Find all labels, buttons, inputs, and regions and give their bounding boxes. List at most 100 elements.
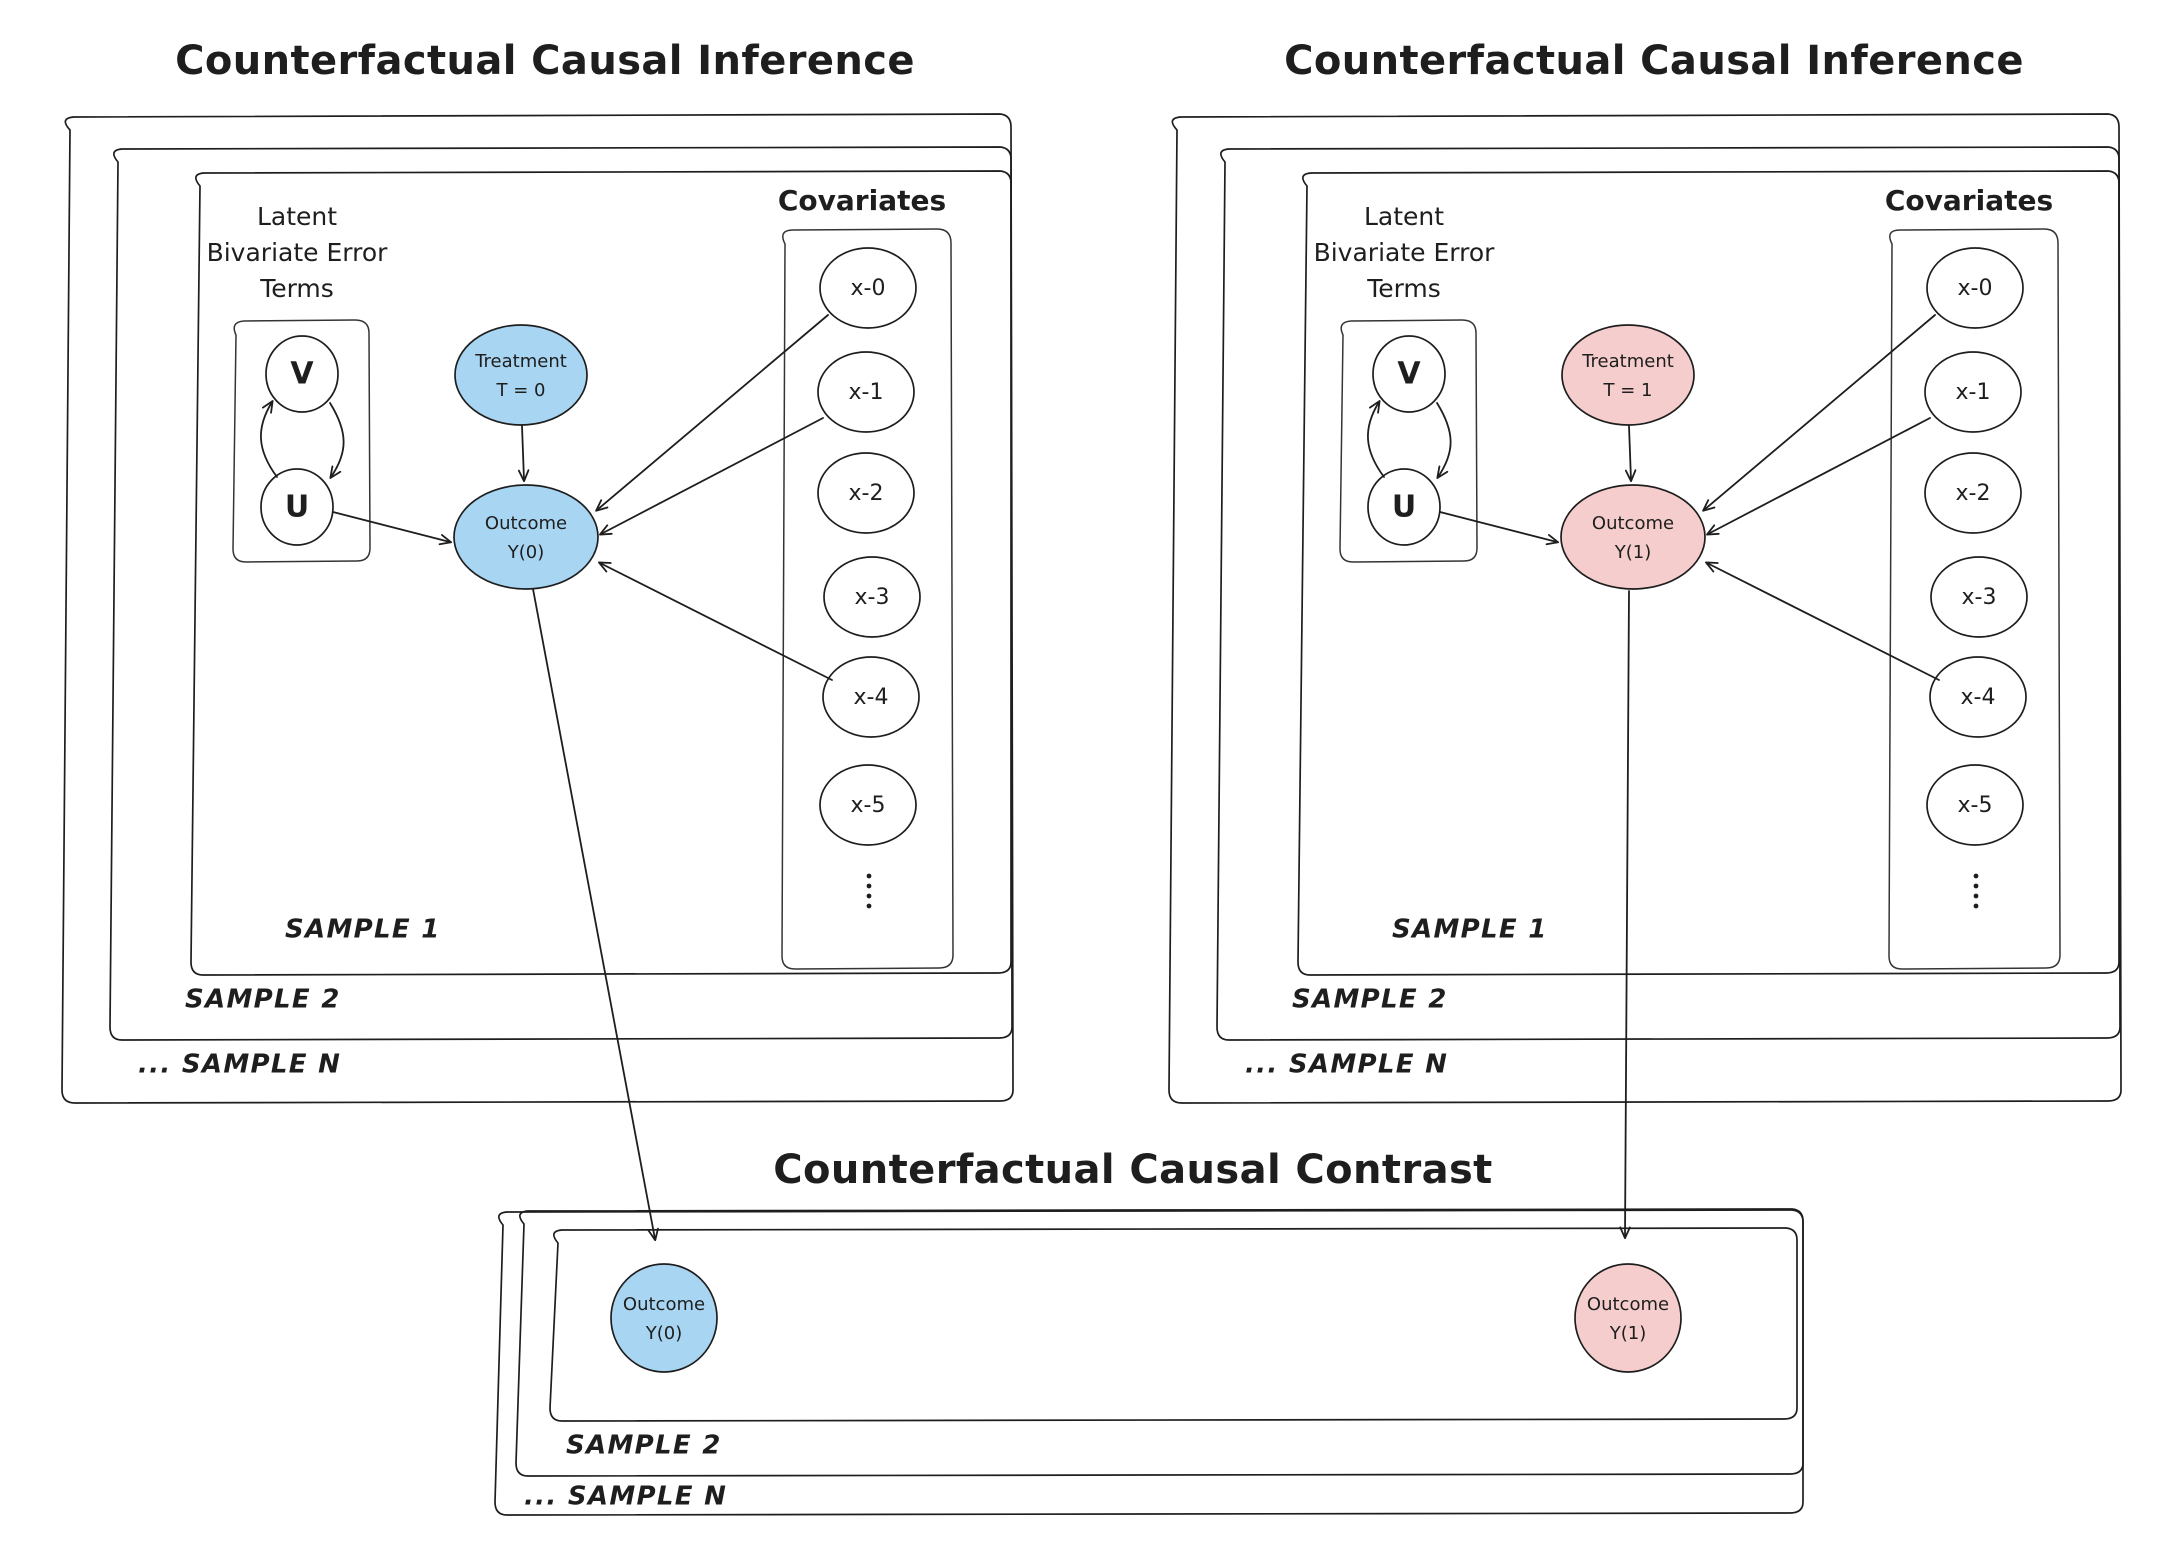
treated-edge-x0-outcome (1702, 314, 1936, 512)
treated-sample-2-frame (1216, 146, 2121, 1041)
treated-node-U-label: U (1392, 490, 1416, 525)
treated-outcome-line2: Y(1) (1614, 542, 1652, 563)
treated-edge-U-to-V (1367, 400, 1385, 478)
treated-latent-label-line2: Bivariate Error (1314, 238, 1496, 267)
control-covariate-x-5[interactable] (819, 764, 917, 846)
control-edge-x1-outcome (599, 417, 824, 536)
control-latent-label-line1: Latent (257, 202, 337, 231)
control-node-U[interactable] (260, 468, 334, 546)
control-outcome-line2: Y(0) (507, 542, 545, 563)
control-sample-n-label: ... SAMPLE N (138, 1050, 341, 1080)
control-node-V-label: V (290, 357, 314, 392)
treated-sample-n-frame (1168, 113, 2122, 1104)
control-edge-U-outcome (332, 511, 453, 546)
contrast-panel: SAMPLE 2 ... SAMPLE N Outcome Y(0) Outco… (494, 1208, 1804, 1516)
treated-covariate-x-1-label: x-1 (1956, 380, 1991, 405)
control-latent-label-line3: Terms (259, 274, 334, 303)
control-covariates-label: Covariates (778, 184, 946, 217)
treated-edge-x4-outcome (1705, 561, 1940, 681)
contrast-sample-2-frame (515, 1208, 1804, 1477)
treated-sample-1-frame (1297, 170, 2120, 976)
control-covariate-x-1[interactable] (817, 351, 915, 433)
treated-edge-x1-outcome (1706, 417, 1931, 536)
treated-outcome-line1: Outcome (1592, 513, 1674, 534)
contrast-sample-n-label: ... SAMPLE N (524, 1482, 727, 1512)
contrast-inner-frame (549, 1227, 1798, 1422)
contrast-outcome-control-line2: Y(0) (645, 1323, 683, 1344)
control-treatment-line1: Treatment (474, 351, 567, 372)
treated-covariate-x-2-label: x-2 (1956, 481, 1991, 506)
treated-covariate-x-4[interactable] (1929, 656, 2027, 738)
treated-covariate-x-1[interactable] (1924, 351, 2022, 433)
treated-edge-treatment-outcome (1624, 425, 1637, 483)
control-sample-n-frame (61, 113, 1014, 1104)
control-node-V[interactable] (265, 335, 339, 413)
control-latent-container (232, 319, 371, 563)
treated-edge-V-to-U (1436, 402, 1452, 479)
control-treatment-node[interactable] (454, 324, 588, 426)
treated-covariate-x-5[interactable] (1926, 764, 2024, 846)
control-sample-1-label: SAMPLE 1 (285, 915, 441, 945)
treated-treatment-node[interactable] (1561, 324, 1695, 426)
contrast-sample-2-label: SAMPLE 2 (566, 1431, 722, 1461)
control-covariate-x-5-label: x-5 (851, 793, 886, 818)
contrast-outcome-treated-node[interactable] (1574, 1263, 1682, 1373)
treated-covariate-x-0[interactable] (1926, 247, 2024, 329)
contrast-outcome-control-node[interactable] (610, 1263, 718, 1373)
control-covariate-x-0-label: x-0 (851, 276, 886, 301)
treated-covariate-x-0-label: x-0 (1958, 276, 1993, 301)
control-covariate-x-2-label: x-2 (849, 481, 884, 506)
control-covariate-x-3-label: x-3 (855, 585, 890, 610)
treated-latent-container (1339, 319, 1478, 563)
control-sample-2-frame (109, 146, 1013, 1041)
control-covariates-container (781, 228, 954, 970)
control-outcome-line1: Outcome (485, 513, 567, 534)
control-sample-1-frame (190, 170, 1012, 976)
control-covariate-x-4-label: x-4 (854, 685, 889, 710)
control-edge-treatment-outcome (517, 425, 530, 483)
control-edge-x4-outcome (598, 561, 833, 681)
control-covariate-x-0[interactable] (819, 247, 917, 329)
control-panel-title: Counterfactual Causal Inference (175, 38, 915, 84)
control-node-U-label: U (285, 490, 309, 525)
contrast-outcome-treated-line1: Outcome (1587, 1294, 1669, 1315)
control-sample-2-label: SAMPLE 2 (185, 985, 341, 1015)
control-edge-outcome-to-contrast (532, 588, 659, 1242)
control-edge-U-to-V (260, 400, 278, 478)
treated-edge-U-outcome (1439, 511, 1560, 546)
treated-node-V[interactable] (1372, 335, 1446, 413)
contrast-outcome-treated-line2: Y(1) (1609, 1323, 1647, 1344)
control-edge-x0-outcome (595, 314, 829, 512)
contrast-outcome-control-line1: Outcome (623, 1294, 705, 1315)
treated-panel: SAMPLE 1 SAMPLE 2 ... SAMPLE N Latent Bi… (1168, 113, 2122, 1240)
contrast-sample-n-frame (494, 1209, 1804, 1516)
treated-latent-label-line1: Latent (1364, 202, 1444, 231)
treated-edge-outcome-to-contrast (1619, 590, 1631, 1240)
control-edge-V-to-U (329, 402, 345, 479)
control-covariate-x-3[interactable] (823, 556, 921, 638)
treated-node-U[interactable] (1367, 468, 1441, 546)
control-outcome-node[interactable] (453, 484, 599, 590)
control-latent-label-line2: Bivariate Error (207, 238, 389, 267)
treated-treatment-line2: T = 1 (1603, 380, 1653, 401)
control-treatment-line2: T = 0 (496, 380, 546, 401)
treated-treatment-line1: Treatment (1581, 351, 1674, 372)
treated-covariate-x-3[interactable] (1930, 556, 2028, 638)
treated-covariates-label: Covariates (1885, 184, 2053, 217)
control-covariate-x-2[interactable] (817, 452, 915, 534)
treated-covariate-x-3-label: x-3 (1962, 585, 1997, 610)
treated-sample-1-label: SAMPLE 1 (1392, 915, 1548, 945)
treated-covariate-x-2[interactable] (1924, 452, 2022, 534)
control-covariates-ellipsis-icon (866, 873, 872, 909)
control-covariate-x-1-label: x-1 (849, 380, 884, 405)
treated-covariate-x-5-label: x-5 (1958, 793, 1993, 818)
contrast-panel-title: Counterfactual Causal Contrast (773, 1147, 1492, 1193)
treated-covariate-x-4-label: x-4 (1961, 685, 1996, 710)
control-panel: SAMPLE 1 SAMPLE 2 ... SAMPLE N Latent Bi… (61, 113, 1014, 1242)
control-covariate-x-4[interactable] (822, 656, 920, 738)
treated-sample-2-label: SAMPLE 2 (1292, 985, 1448, 1015)
treated-latent-label-line3: Terms (1366, 274, 1441, 303)
treated-outcome-node[interactable] (1560, 484, 1706, 590)
